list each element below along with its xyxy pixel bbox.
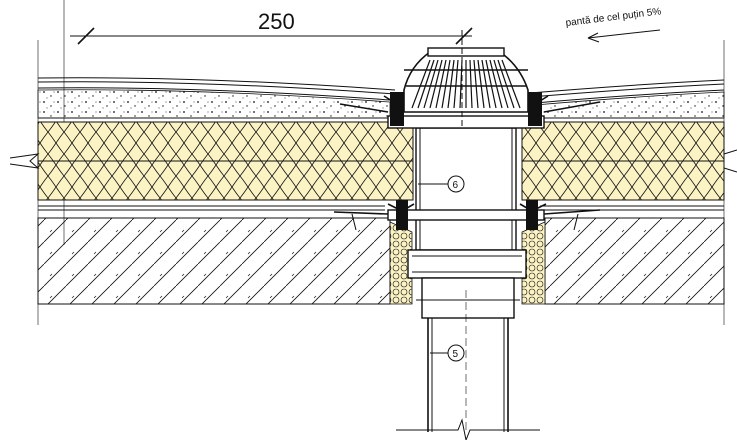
vapour-barrier (38, 205, 724, 211)
slope-label: pantă de cel puțin 5% (565, 6, 662, 29)
callout-5: 5 (430, 344, 465, 362)
drain-body (407, 127, 527, 279)
downpipe (396, 277, 540, 440)
dimension-250: 250 (70, 9, 473, 45)
callout-label-6: 6 (453, 180, 459, 191)
dimension-label: 250 (258, 9, 295, 34)
drain-grate-icon (403, 30, 529, 128)
bolt-icon (387, 200, 547, 230)
callout-label-5: 5 (453, 349, 459, 360)
callout-6: 6 (418, 175, 465, 193)
lower-flange (333, 200, 601, 231)
upper-flange (339, 92, 601, 129)
insulation-layer (9, 121, 737, 201)
roof-membrane-layers (37, 77, 725, 104)
foam-fill (389, 221, 546, 305)
bolt-icon (383, 92, 549, 126)
screed-layer (37, 89, 725, 119)
concrete-slab (37, 217, 725, 305)
slope-annotation: pantă de cel puțin 5% (565, 6, 662, 43)
